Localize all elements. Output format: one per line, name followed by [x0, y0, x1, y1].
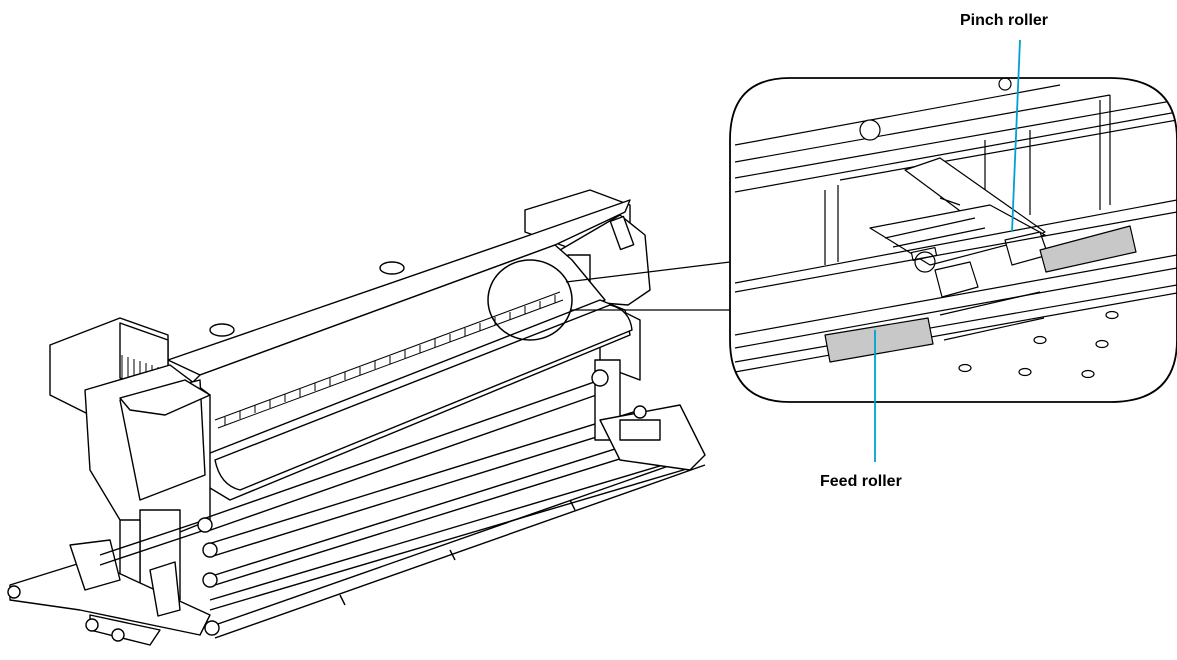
front-heater — [214, 304, 633, 491]
caster-icon — [7, 585, 21, 599]
panel-display — [609, 215, 635, 251]
media-sheet — [119, 379, 211, 416]
screw-icon — [859, 119, 881, 141]
caster-icon — [111, 628, 125, 642]
projection-line — [565, 261, 731, 283]
suction-hole-icon — [1095, 339, 1109, 349]
roller-end-icon — [633, 405, 647, 419]
spring-loop-icon — [914, 251, 936, 273]
feed-roller-segment — [824, 317, 934, 363]
left-stand — [7, 509, 211, 646]
take-up-rollers — [99, 379, 706, 639]
take-up-bracket — [149, 561, 181, 617]
magnifier-circle — [487, 259, 573, 341]
right-stand — [591, 359, 706, 471]
roller-end-icon — [202, 542, 218, 558]
pinch-roller-leader — [1011, 39, 1021, 233]
roller-end-icon — [197, 517, 213, 533]
caster-icon — [85, 618, 99, 632]
screw-icon — [998, 78, 1012, 91]
feed-roller-segment — [1039, 225, 1137, 273]
detail-frame — [729, 77, 1177, 403]
take-up-unit — [619, 419, 661, 441]
feed-roller-label: Feed roller — [820, 473, 902, 490]
suction-hole-icon — [958, 363, 972, 373]
pinch-roller-row — [214, 291, 564, 429]
suction-hole-icon — [1033, 335, 1047, 345]
roller-end-icon — [202, 572, 218, 588]
knob-icon — [379, 261, 405, 275]
suction-hole-icon — [1018, 367, 1032, 377]
printer-illustration — [7, 189, 706, 646]
suction-hole-icon — [1105, 310, 1119, 320]
roller-end-icon — [591, 369, 609, 387]
detail-view — [729, 77, 1177, 403]
pinch-roller-label: Pinch roller — [960, 12, 1049, 29]
suction-hole-icon — [1081, 369, 1095, 379]
roller-end-icon — [204, 620, 220, 636]
pinch-roller — [934, 261, 979, 298]
knob-icon — [209, 323, 235, 337]
